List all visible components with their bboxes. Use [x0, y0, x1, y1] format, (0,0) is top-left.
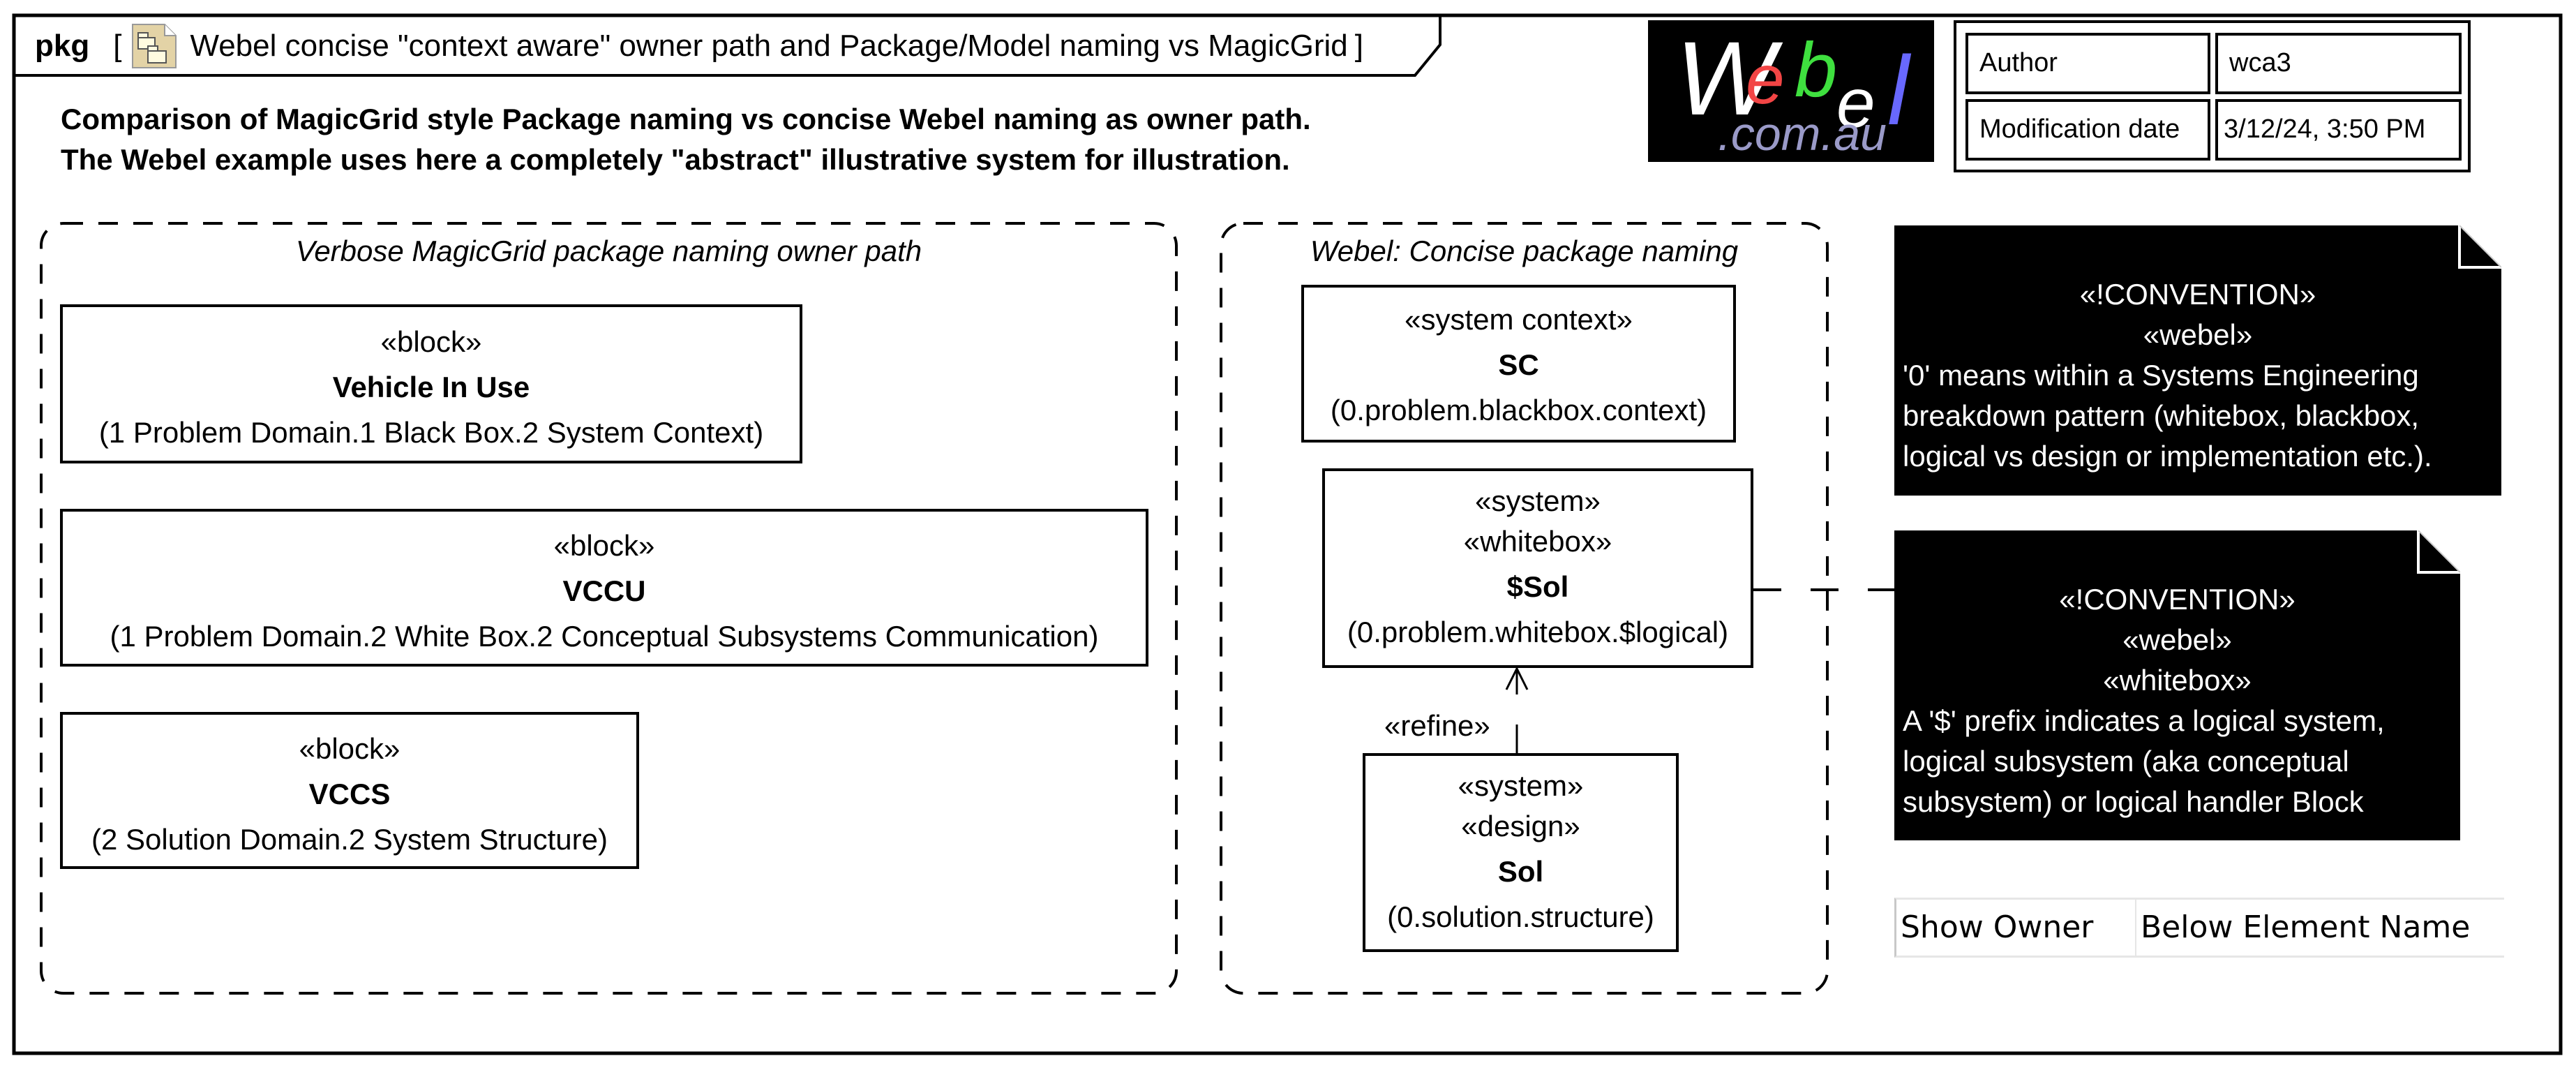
block-name: VCCU [562, 574, 646, 607]
note-text: «!CONVENTION» «webel» «whitebox» A '$' p… [1894, 579, 2460, 822]
block-name: Vehicle In Use [332, 371, 530, 403]
diagram-frame [12, 13, 2563, 1055]
logo-letter-w: W [1676, 20, 1775, 137]
block-owner-path: (0.problem.whitebox.$logical) [1347, 616, 1729, 648]
webel-logo: W e b e l .com.au [1648, 20, 1934, 162]
block-vehicle-in-use[interactable]: «block» Vehicle In Use (1 Problem Domain… [60, 304, 802, 463]
package-magicgrid-label: Verbose MagicGrid package naming owner p… [295, 235, 922, 267]
note-stereotype: «whitebox» [2103, 664, 2252, 697]
block-vccu[interactable]: «block» VCCU (1 Problem Domain.2 White B… [60, 509, 1148, 667]
block-stereotype: «design» [1461, 810, 1580, 842]
block-logical-sol[interactable]: «system» «whitebox» $Sol (0.problem.whit… [1322, 468, 1753, 668]
block-stereotype: «whitebox» [1463, 525, 1612, 558]
convention-note-zero[interactable]: «!CONVENTION» «webel» '0' means within a… [1894, 225, 2501, 496]
note-body-line: breakdown pattern (whitebox, blackbox, [1903, 399, 2420, 432]
refine-arrowhead [1505, 666, 1529, 690]
refine-label: «refine» [1384, 709, 1490, 742]
note-stereotype: «webel» [2143, 318, 2253, 351]
note-shape [1894, 225, 2501, 496]
block-stereotype: «system context» [1405, 303, 1633, 336]
info-author-value[interactable]: wca3 [2215, 33, 2462, 94]
logo-letter-e1: e [1746, 40, 1785, 119]
logo-letter-l: l [1887, 36, 1910, 145]
info-author-key: Author [1965, 33, 2210, 94]
diagram-description: Comparison of MagicGrid style Package na… [61, 99, 1311, 180]
frame-title: pkg [ Webel concise "context aware" owne… [35, 20, 1363, 73]
block-vccs[interactable]: «block» VCCS (2 Solution Domain.2 System… [60, 712, 639, 869]
block-stereotype: «system» [1475, 484, 1601, 517]
logo-domain: .com.au [1718, 107, 1887, 161]
package-diagram-icon [131, 23, 177, 69]
note-body-line: '0' means within a Systems Engineering [1903, 359, 2419, 392]
note-stereotype: «webel» [2122, 623, 2232, 656]
block-stereotype: «block» [299, 732, 400, 765]
block-sol[interactable]: «system» «design» Sol (0.solution.struct… [1363, 753, 1679, 952]
frame-kind: pkg [35, 29, 90, 63]
note-stereotype: «!CONVENTION» [2059, 583, 2296, 616]
property-name: Show Owner [1894, 898, 2136, 958]
note-shape [1894, 530, 2460, 840]
convention-note-dollar[interactable]: «!CONVENTION» «webel» «whitebox» A '$' p… [1894, 530, 2460, 840]
block-name: $Sol [1506, 570, 1569, 603]
note-stereotype: «!CONVENTION» [2079, 278, 2316, 311]
block-stereotype: «system» [1458, 769, 1584, 802]
info-moddate-key: Modification date [1965, 99, 2210, 161]
block-owner-path: (0.solution.structure) [1387, 900, 1654, 933]
description-line-1: Comparison of MagicGrid style Package na… [61, 103, 1311, 135]
block-name: VCCS [308, 778, 391, 810]
description-line-2: The Webel example uses here a completely… [61, 143, 1290, 176]
note-body-line: subsystem) or logical handler Block [1903, 785, 2364, 818]
note-text: «!CONVENTION» «webel» '0' means within a… [1894, 274, 2501, 477]
block-name: Sol [1497, 855, 1544, 888]
frame-title-text: Webel concise "context aware" owner path… [190, 29, 1348, 63]
block-owner-path: (2 Solution Domain.2 System Structure) [91, 823, 608, 856]
show-owner-property: Show Owner Below Element Name [1894, 898, 2504, 958]
close-bracket: ] [1354, 29, 1363, 63]
note-body-line: logical subsystem (aka conceptual [1903, 745, 2349, 778]
frame-header-tab [14, 15, 1441, 77]
package-webel-label: Webel: Concise package naming [1310, 235, 1739, 267]
block-owner-path: (1 Problem Domain.1 Black Box.2 System C… [98, 416, 764, 449]
logo-letter-e2: e [1836, 64, 1875, 142]
info-moddate-value[interactable]: 3/12/24, 3:50 PM [2215, 99, 2462, 161]
info-table: Author wca3 Modification date 3/12/24, 3… [1954, 20, 2471, 172]
block-stereotype: «block» [380, 325, 482, 358]
block-name: SC [1498, 348, 1539, 381]
note-body-line: A '$' prefix indicates a logical system, [1903, 704, 2385, 737]
package-webel-border[interactable] [1220, 222, 1829, 995]
block-stereotype: «block» [553, 529, 655, 562]
block-sc[interactable]: «system context» SC (0.problem.blackbox.… [1301, 285, 1736, 443]
open-bracket: [ [113, 29, 122, 63]
logo-letter-b: b [1795, 27, 1838, 113]
block-owner-path: (1 Problem Domain.2 White Box.2 Conceptu… [110, 620, 1099, 653]
property-value[interactable]: Below Element Name [2136, 898, 2504, 958]
note-body-line: logical vs design or implementation etc.… [1903, 440, 2432, 473]
block-owner-path: (0.problem.blackbox.context) [1330, 394, 1707, 426]
